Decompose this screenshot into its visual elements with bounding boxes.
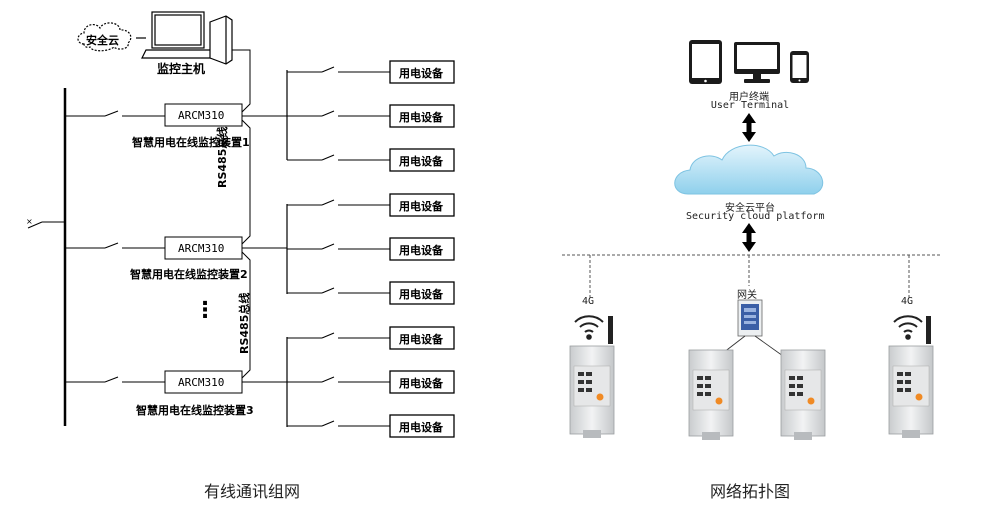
phone-icon [790, 51, 809, 83]
gateway-device-icon [737, 299, 763, 337]
wifi-antenna-icon-right [893, 315, 931, 344]
left-caption: 有线通讯组网 [204, 482, 301, 501]
load-boxes [389, 60, 455, 438]
cloud-platform-en: Security cloud platform [686, 211, 825, 222]
gateway-label: 网关 [737, 290, 757, 301]
load-label: 用电设备 [399, 377, 443, 390]
double-arrow-lower [742, 223, 756, 252]
device-model-2: ARCM310 [178, 242, 225, 255]
user-terminal-cn: 用户终端 [729, 92, 769, 103]
device-model-1: ARCM310 [178, 109, 225, 122]
meter-4g-right [888, 345, 934, 438]
rs485-bus-label-2: RS485总线 [238, 292, 251, 354]
load-label: 用电设备 [399, 155, 443, 168]
ellipsis-marker: ⋮ [194, 298, 216, 323]
monitor-host-label: 监控主机 [157, 62, 206, 76]
load-label: 用电设备 [399, 333, 443, 346]
device-name-1: 智慧用电在线监控装置1 [132, 136, 250, 149]
meter-gateway-left [688, 349, 734, 440]
cloud-platform-icon [674, 144, 824, 195]
device-model-3: ARCM310 [178, 376, 225, 389]
device-name-2: 智慧用电在线监控装置2 [130, 268, 248, 281]
incoming-switch: × [26, 217, 65, 229]
tablet-icon [689, 40, 722, 84]
rs485-bus-label-1: RS485总线 [216, 126, 229, 188]
load-label: 用电设备 [399, 288, 443, 301]
desktop-icon [734, 42, 780, 83]
device-branch-1 [65, 103, 287, 127]
device-branch-3 [65, 370, 287, 394]
cloud-label: 安全云 [86, 34, 119, 47]
safety-cloud-icon [77, 22, 132, 52]
rs485-bus-line [229, 49, 251, 379]
cloud-platform-cn: 安全云平台 [725, 203, 775, 214]
arcm310-box-1 [164, 103, 243, 127]
load-label: 用电设备 [399, 111, 443, 124]
load-label: 用电设备 [399, 67, 443, 80]
user-terminal-en: User Terminal [710, 100, 790, 111]
label-4g-left: 4G [582, 296, 595, 307]
device-name-3: 智慧用电在线监控装置3 [136, 404, 254, 417]
right-caption: 网络拓扑图 [710, 482, 791, 501]
device-branch-2 [65, 236, 287, 260]
meter-4g-left [569, 345, 615, 438]
load-label: 用电设备 [399, 244, 443, 257]
load-label: 用电设备 [399, 421, 443, 434]
svg-text:×: × [26, 217, 33, 226]
network-topology-diagram [562, 40, 940, 440]
meter-gateway-right [780, 349, 826, 440]
double-arrow-upper [742, 113, 756, 142]
load-label: 用电设备 [399, 200, 443, 213]
wired-network-diagram: × [26, 37, 455, 438]
monitor-host-icon [141, 11, 233, 65]
load-rows [287, 66, 390, 427]
label-4g-right: 4G [901, 296, 914, 307]
wifi-antenna-icon-left [574, 315, 613, 344]
